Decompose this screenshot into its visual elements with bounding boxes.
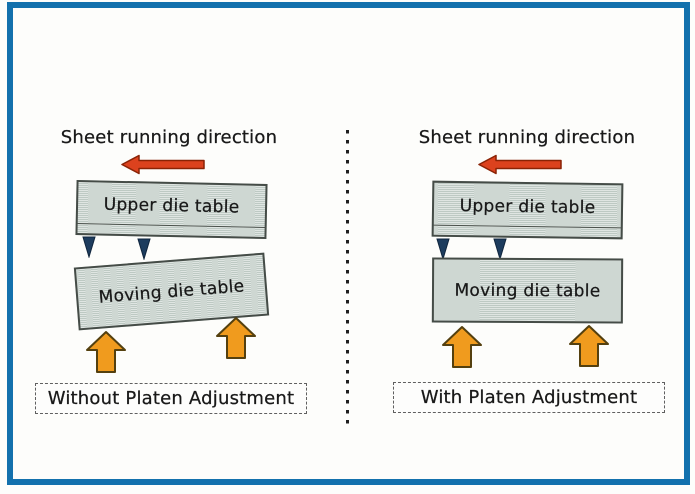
caption-label: With Platen Adjustment xyxy=(420,387,638,408)
upper-die-table: Upper die table xyxy=(431,180,624,240)
caption-box: With Platen Adjustment xyxy=(393,382,665,413)
left-arrow-icon xyxy=(478,154,562,175)
up-arrow-icon xyxy=(442,326,482,368)
caption-label: Without Platen Adjustment xyxy=(47,388,295,409)
pin-icon xyxy=(137,238,151,260)
sheet-direction-label: Sheet running direction xyxy=(60,127,278,148)
moving-die-table: Moving die table xyxy=(431,257,624,324)
caption-box: Without Platen Adjustment xyxy=(35,383,307,414)
upper-die-table-label: Upper die table xyxy=(103,194,240,218)
upper-die-table: Upper die table xyxy=(75,180,268,239)
moving-die-table-label: Moving die table xyxy=(97,275,246,308)
upper-die-table-strip xyxy=(76,223,266,228)
dotted-divider xyxy=(346,130,349,428)
up-arrow-icon xyxy=(216,317,256,359)
left-arrow-icon xyxy=(121,154,205,175)
up-arrow-icon xyxy=(569,325,609,367)
moving-die-table-label: Moving die table xyxy=(454,280,601,301)
pin-icon xyxy=(436,238,450,260)
sheet-direction-label: Sheet running direction xyxy=(418,127,636,148)
pin-icon xyxy=(82,236,96,258)
upper-die-table-strip xyxy=(432,224,622,229)
up-arrow-icon xyxy=(86,331,126,373)
pin-icon xyxy=(493,238,507,260)
upper-die-table-label: Upper die table xyxy=(459,195,596,218)
